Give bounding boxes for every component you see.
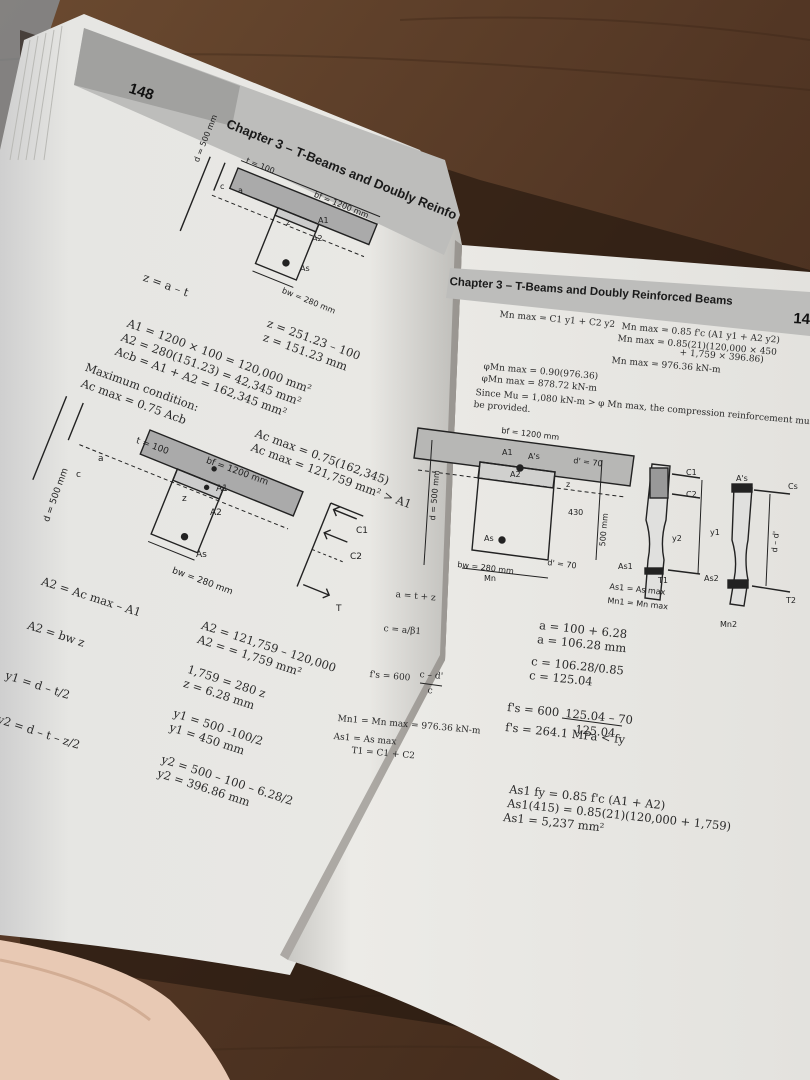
rd-C1: C1	[686, 468, 697, 477]
d2-T-label: T	[336, 604, 342, 614]
rd-T2: T2	[786, 596, 796, 605]
rd-430: 430	[568, 508, 584, 517]
fraction-bar-1	[419, 682, 443, 687]
right-page	[288, 245, 810, 1080]
d1-c-label: c	[220, 182, 225, 191]
d2-a-label: a	[98, 454, 104, 464]
left-diagram-1	[179, 156, 381, 288]
d1-A2-label: A2	[312, 234, 323, 243]
d2-As-label: As	[196, 550, 207, 560]
rd-C2: C2	[686, 490, 697, 499]
d1-a-label: a	[238, 186, 243, 195]
rd-Asp: A's	[736, 474, 748, 483]
rd-As1: As1	[618, 562, 633, 571]
rd-A2: A2	[510, 470, 521, 479]
d1-z-label: z	[286, 218, 291, 227]
rd-A1p: A's	[528, 452, 540, 461]
rd-z: z	[566, 480, 571, 489]
d2-A2-label: A2	[210, 508, 222, 518]
rd-Mn2: Mn2	[720, 620, 738, 629]
right-diagram	[413, 427, 791, 607]
d1-A1-label: A1	[318, 216, 329, 225]
rd-T1: T1	[658, 576, 668, 585]
rd-y2: y2	[672, 534, 682, 543]
d2-C2-label: C2	[350, 552, 363, 562]
r2-fs1-den: c	[427, 686, 434, 697]
d2-c-label: c	[76, 470, 81, 480]
d1-As-label: As	[300, 264, 310, 273]
rd-As: As	[484, 534, 494, 543]
d2-C1-label: C1	[356, 526, 369, 536]
left-page	[0, 14, 462, 975]
right-page-number: 14	[792, 310, 810, 329]
rd-A1: A1	[502, 448, 513, 457]
right-header-band	[446, 268, 810, 336]
rd-y1: y1	[710, 528, 720, 537]
rd-Mn: Mn	[484, 574, 496, 583]
rd-Cs: Cs	[788, 482, 798, 491]
left-diagram-2	[32, 396, 364, 599]
r2-fs1-num: c – d'	[419, 670, 444, 683]
fraction-bar-2	[561, 717, 623, 727]
d2-A1-label: A1	[216, 484, 228, 494]
rd-As2: As2	[704, 574, 719, 583]
d2-z-label: z	[182, 494, 187, 504]
rd-dd: d – d'	[770, 530, 781, 553]
